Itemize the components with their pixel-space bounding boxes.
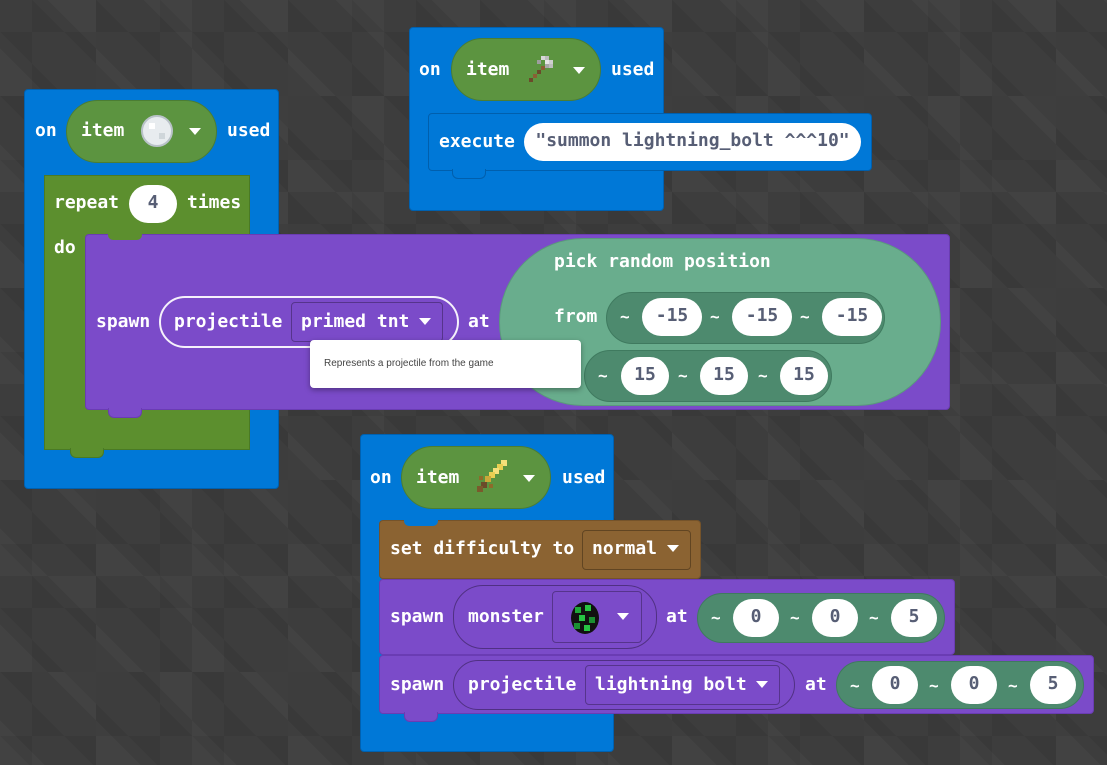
on-label: on xyxy=(419,59,441,80)
tilde-icon: ~ xyxy=(711,608,721,627)
lightning-y-field[interactable]: 0 xyxy=(951,666,997,704)
at-label: at xyxy=(468,311,490,332)
tilde-icon: ~ xyxy=(598,366,608,385)
monster-y-field[interactable]: 0 xyxy=(812,599,858,637)
projectile-input[interactable] xyxy=(453,660,795,710)
from-x-field[interactable]: -15 xyxy=(642,298,702,336)
execute-label: execute xyxy=(439,131,515,152)
spawn-label: spawn xyxy=(390,606,445,627)
difficulty-value: normal xyxy=(592,538,658,559)
lightning-z-field[interactable]: 5 xyxy=(1030,666,1076,704)
spawn-label: spawn xyxy=(96,311,151,332)
set-difficulty-block[interactable] xyxy=(379,520,701,579)
from-y-field[interactable]: -15 xyxy=(732,298,792,336)
creeper-egg-icon xyxy=(571,602,599,634)
projectile-type-dropdown[interactable] xyxy=(585,665,780,705)
tilde-icon: ~ xyxy=(800,307,810,326)
projectile-value: primed tnt xyxy=(301,311,410,332)
chevron-down-icon xyxy=(573,67,585,74)
monster-type-dropdown[interactable] xyxy=(552,591,642,643)
chevron-down-icon xyxy=(189,128,201,135)
projectile-value: lightning bolt xyxy=(595,674,747,695)
projectile-tooltip: Represents a projectile from the game xyxy=(310,340,581,388)
tilde-icon: ~ xyxy=(678,366,688,385)
spawn-bottom-notch xyxy=(108,408,142,418)
spawn-top-notch xyxy=(108,234,142,240)
tilde-icon: ~ xyxy=(1008,676,1018,695)
item-label: item xyxy=(466,59,510,80)
repeat-count-field[interactable]: 4 xyxy=(129,185,177,223)
repeat-bottom-notch xyxy=(70,448,104,458)
command-field[interactable]: "summon lightning_bolt ^^^10" xyxy=(524,123,861,161)
projectile-label: projectile xyxy=(174,311,283,332)
item-label: item xyxy=(81,120,125,141)
set-difficulty-label: set difficulty to xyxy=(390,538,575,559)
used-label: used xyxy=(562,467,606,488)
used-label: used xyxy=(611,59,655,80)
monster-x-field[interactable]: 0 xyxy=(733,599,779,637)
snowball-icon xyxy=(141,115,173,147)
tilde-icon: ~ xyxy=(850,676,860,695)
tilde-icon: ~ xyxy=(869,608,879,627)
projectile-input[interactable] xyxy=(159,296,459,348)
chevron-down-icon xyxy=(523,475,535,482)
on-label: on xyxy=(370,467,392,488)
golden-sword-icon xyxy=(477,460,507,492)
projectile-label: projectile xyxy=(468,674,577,695)
pick-random-position-label: pick random position xyxy=(554,251,771,272)
at-label: at xyxy=(666,606,688,627)
do-label: do xyxy=(54,237,76,258)
monster-z-field[interactable]: 5 xyxy=(891,599,937,637)
chevron-down-icon xyxy=(756,681,768,688)
lightning-x-field[interactable]: 0 xyxy=(872,666,918,704)
execute-bottom-notch xyxy=(452,169,486,179)
to-y-field[interactable]: 15 xyxy=(700,357,748,395)
tilde-icon: ~ xyxy=(758,366,768,385)
from-z-field[interactable]: -15 xyxy=(822,298,882,336)
tilde-icon: ~ xyxy=(790,608,800,627)
chevron-down-icon xyxy=(667,545,679,552)
difficulty-dropdown[interactable] xyxy=(582,530,691,570)
axe-icon xyxy=(529,56,553,82)
used-label: used xyxy=(227,120,271,141)
tilde-icon: ~ xyxy=(710,307,720,326)
tilde-icon: ~ xyxy=(620,307,630,326)
spawn-label: spawn xyxy=(390,674,445,695)
monster-label: monster xyxy=(468,606,544,627)
chevron-down-icon xyxy=(419,318,431,325)
from-label: from xyxy=(554,306,598,327)
lightning-bottom-notch xyxy=(404,712,438,722)
item-label: item xyxy=(416,467,460,488)
difficulty-top-notch xyxy=(404,520,438,526)
to-z-field[interactable]: 15 xyxy=(780,357,828,395)
chevron-down-icon xyxy=(617,613,629,620)
times-label: times xyxy=(187,192,242,213)
to-x-field[interactable]: 15 xyxy=(621,357,669,395)
tilde-icon: ~ xyxy=(929,676,939,695)
on-label: on xyxy=(35,120,57,141)
monster-input[interactable] xyxy=(453,585,657,649)
repeat-label: repeat xyxy=(54,192,120,213)
at-label: at xyxy=(805,674,827,695)
